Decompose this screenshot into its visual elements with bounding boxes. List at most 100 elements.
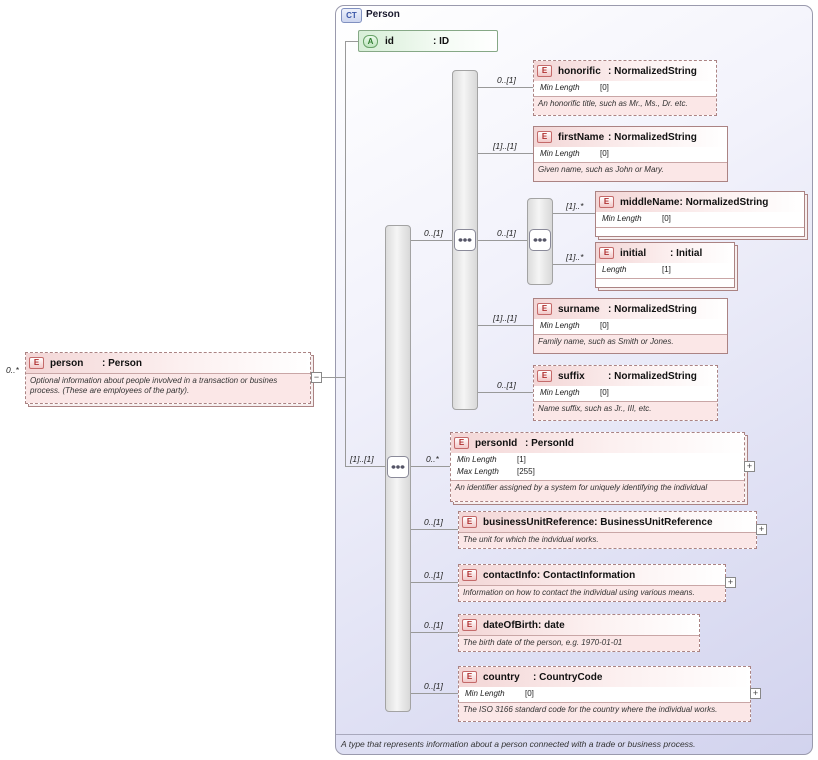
- cardinality-firstname: [1]..[1]: [493, 141, 517, 151]
- sequence-icon-name-group[interactable]: [454, 229, 476, 251]
- expand-toggle-personid[interactable]: +: [744, 461, 755, 472]
- connector-line: [411, 240, 452, 241]
- facet-list: Min Length [0]: [596, 212, 804, 228]
- facet-list: Min Length [0]: [534, 147, 727, 162]
- facet-value: [0]: [600, 321, 609, 330]
- sequence-icon-main[interactable]: [387, 456, 409, 478]
- connector-line: [553, 264, 595, 265]
- connector-line: [411, 529, 458, 530]
- element-name: businessUnitReference: [483, 516, 595, 528]
- element-name: person: [50, 357, 84, 369]
- element-header: E personId : PersonId: [451, 433, 744, 453]
- element-annotation: Given name, such as John or Mary.: [534, 162, 727, 181]
- facet-value: [255]: [517, 467, 535, 476]
- facet-list: Min Length [0]: [534, 81, 716, 96]
- facet-label: Min Length: [540, 321, 580, 330]
- element-annotation: Name suffix, such as Jr., III, etc.: [534, 401, 717, 420]
- cardinality-main-sequence: [1]..[1]: [350, 454, 374, 464]
- cardinality-dateofbirth: 0..[1]: [424, 620, 443, 630]
- cardinality-businessunitreference: 0..[1]: [424, 517, 443, 527]
- connector-line: [321, 377, 346, 378]
- element-icon: E: [462, 516, 477, 528]
- facet-row: Max Length [255]: [451, 466, 744, 478]
- facet-list: Min Length [0]: [534, 319, 727, 334]
- element-name: initial: [620, 247, 647, 259]
- facet-value: [0]: [600, 388, 609, 397]
- connector-line: [478, 325, 533, 326]
- element-annotation: The ISO 3166 standard code for the count…: [459, 702, 750, 721]
- element-name: surname: [558, 303, 600, 315]
- element-icon: E: [537, 65, 552, 77]
- element-initial[interactable]: E initial : Initial Length [1]: [595, 242, 735, 288]
- expand-toggle-contactinfo[interactable]: +: [725, 577, 736, 588]
- element-person[interactable]: E person : Person Optional information a…: [25, 352, 311, 404]
- sequence-icon-middle-group[interactable]: [529, 229, 551, 251]
- element-header: E initial : Initial: [596, 243, 734, 263]
- element-type: : CountryCode: [533, 671, 603, 683]
- element-businessunitreference[interactable]: E businessUnitReference : BusinessUnitRe…: [458, 511, 757, 549]
- element-middlename[interactable]: E middleName : NormalizedString Min Leng…: [595, 191, 805, 237]
- connector-line: [346, 41, 358, 42]
- facet-row: Min Length [0]: [534, 387, 717, 399]
- element-header: E suffix : NormalizedString: [534, 366, 717, 386]
- connector-line: [478, 87, 533, 88]
- facet-label: Length: [602, 265, 627, 274]
- facet-value: [0]: [600, 83, 609, 92]
- facet-row: Min Length [1]: [451, 454, 744, 466]
- element-name: suffix: [558, 370, 585, 382]
- connector-line: [411, 693, 458, 694]
- element-honorific[interactable]: E honorific : NormalizedString Min Lengt…: [533, 60, 717, 116]
- facet-row: Min Length [0]: [534, 148, 727, 160]
- expand-toggle-businessunitreference[interactable]: +: [756, 524, 767, 535]
- element-header: E middleName : NormalizedString: [596, 192, 804, 212]
- element-icon: E: [537, 303, 552, 315]
- element-type: : Person: [102, 357, 143, 369]
- expand-toggle-country[interactable]: +: [750, 688, 761, 699]
- cardinality-middle-group: 0..[1]: [497, 228, 516, 238]
- element-type: : NormalizedString: [608, 303, 697, 315]
- facet-list: Min Length [0]: [534, 386, 717, 401]
- element-name: middleName: [620, 196, 680, 208]
- element-type: : NormalizedString: [608, 65, 697, 77]
- facet-value: [0]: [600, 149, 609, 158]
- connector-line: [411, 582, 458, 583]
- attribute-id[interactable]: A id : ID: [358, 30, 498, 52]
- facet-label: Min Length: [457, 455, 497, 464]
- connector-line: [411, 466, 450, 467]
- element-header: E dateOfBirth : date: [459, 615, 699, 635]
- facet-label: Min Length: [465, 689, 505, 698]
- element-type: : NormalizedString: [679, 196, 769, 208]
- element-header: E businessUnitReference : BusinessUnitRe…: [459, 512, 756, 532]
- attribute-name: id: [385, 35, 394, 47]
- element-suffix[interactable]: E suffix : NormalizedString Min Length […: [533, 365, 718, 421]
- element-contactinfo[interactable]: E contactInfo : ContactInformation Infor…: [458, 564, 726, 602]
- collapse-toggle-person[interactable]: −: [311, 372, 322, 383]
- element-personid[interactable]: E personId : PersonId Min Length [1] Max…: [450, 432, 745, 502]
- facet-value: [0]: [662, 214, 671, 223]
- cardinality-country: 0..[1]: [424, 681, 443, 691]
- connector-line: [411, 632, 458, 633]
- connector-line: [478, 240, 529, 241]
- element-header: E honorific : NormalizedString: [534, 61, 716, 81]
- facet-row: Min Length [0]: [534, 82, 716, 94]
- element-name: personId: [475, 437, 518, 449]
- facet-value: [0]: [525, 689, 534, 698]
- element-firstname[interactable]: E firstName : NormalizedString Min Lengt…: [533, 126, 728, 182]
- facet-list: Length [1]: [596, 263, 734, 279]
- cardinality-initial: [1]..*: [566, 252, 584, 262]
- element-surname[interactable]: E surname : NormalizedString Min Length …: [533, 298, 728, 354]
- facet-label: Min Length: [540, 149, 580, 158]
- element-country[interactable]: E country : CountryCode Min Length [0] T…: [458, 666, 751, 722]
- element-annotation: An honorific title, such as Mr., Ms., Dr…: [534, 96, 716, 115]
- element-annotation: The unit for which the indvidual works.: [459, 532, 756, 548]
- cardinality-surname: [1]..[1]: [493, 313, 517, 323]
- element-icon: E: [462, 619, 477, 631]
- element-dateofbirth[interactable]: E dateOfBirth : date The birth date of t…: [458, 614, 700, 652]
- element-icon: E: [599, 196, 614, 208]
- complex-type-annotation: A type that represents information about…: [341, 739, 696, 749]
- facet-row: Min Length [0]: [459, 688, 750, 700]
- element-icon: E: [454, 437, 469, 449]
- element-type: : NormalizedString: [608, 370, 697, 382]
- facet-row: Min Length [0]: [596, 213, 804, 225]
